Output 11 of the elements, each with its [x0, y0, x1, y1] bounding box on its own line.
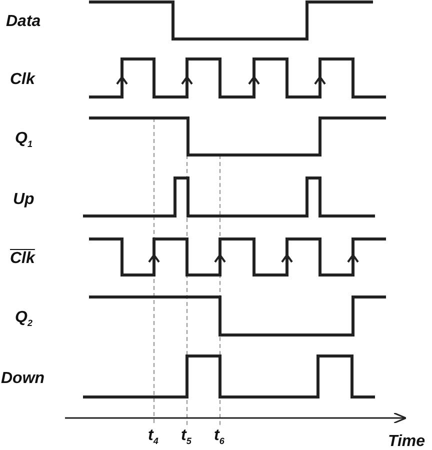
- time-marker-label: t$_{5}$: [181, 428, 192, 446]
- signal-label: Data: [6, 14, 41, 30]
- axis-label: Time: [388, 434, 426, 450]
- signal-label: Q$_{2}$: [15, 310, 32, 328]
- signal-label: Down: [1, 371, 45, 387]
- signal-label: Clk: [10, 251, 35, 267]
- time-marker-label: t$_{6}$: [214, 428, 224, 446]
- signal-label: Up: [13, 192, 34, 208]
- signal-label: Q$_{1}$: [15, 131, 32, 150]
- time-marker-label: t$_{4}$: [148, 428, 158, 446]
- signal-label: Clk: [10, 72, 35, 88]
